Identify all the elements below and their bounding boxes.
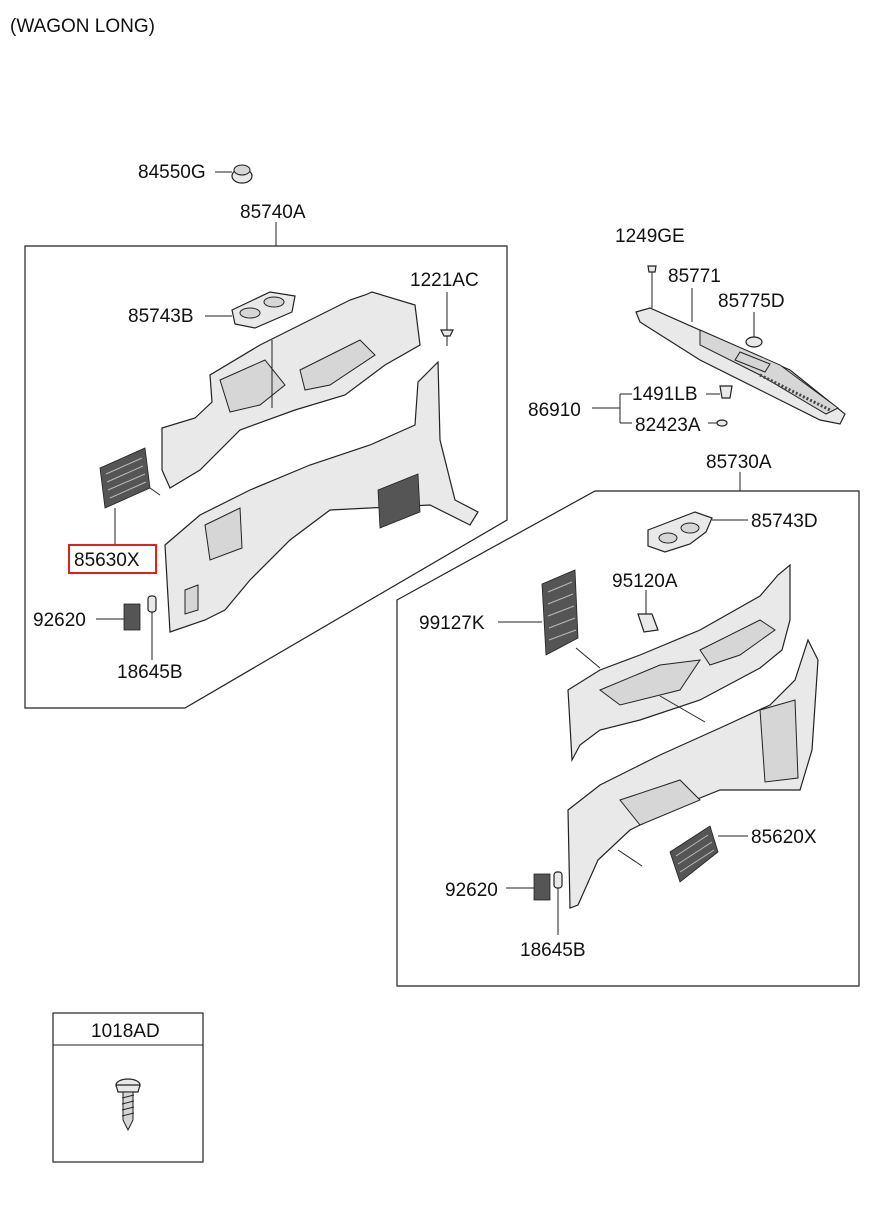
label-86910: 86910 <box>528 400 581 421</box>
label-84550G: 84550G <box>138 162 206 183</box>
label-92620-left: 92620 <box>33 610 86 631</box>
screw-box-1018AD: 1018AD <box>52 1012 204 1163</box>
cupholder-85743D <box>647 511 748 553</box>
label-18645B-right: 18645B <box>520 940 586 961</box>
tailgate-scuff-85771 <box>635 307 846 425</box>
label-1491LB: 1491LB <box>632 384 698 405</box>
highlight-box-85630X <box>68 544 157 574</box>
panel-99127K <box>498 569 601 669</box>
label-1249GE: 1249GE <box>615 226 685 247</box>
grille-85620X <box>669 825 748 883</box>
label-1018AD: 1018AD <box>91 1021 160 1042</box>
label-85620X: 85620X <box>751 827 817 848</box>
clip-85775D <box>745 312 763 348</box>
left-quarter-upper-trim <box>161 291 421 489</box>
lamp-92620-left <box>96 603 141 631</box>
label-85730A: 85730A <box>706 452 772 473</box>
bracket-86910 <box>592 393 632 424</box>
right-assembly-frame <box>396 472 860 987</box>
bulb-18645B-left <box>147 595 157 660</box>
label-85771: 85771 <box>668 266 721 287</box>
right-quarter-upper-trim <box>567 563 791 763</box>
fastener-1491LB <box>706 385 733 399</box>
grille-85630X <box>68 447 161 574</box>
label-92620-right: 92620 <box>445 880 498 901</box>
screw-1249GE <box>647 265 657 308</box>
label-95120A: 95120A <box>612 571 678 592</box>
screw-1018AD-icon <box>115 1078 141 1132</box>
clip-95120A <box>637 590 659 633</box>
lamp-92620-right <box>506 873 551 901</box>
screw-1221AC <box>440 292 454 346</box>
label-1221AC: 1221AC <box>410 270 479 291</box>
right-quarter-lower-trim <box>567 638 819 909</box>
label-85775D: 85775D <box>718 291 785 312</box>
label-85743B: 85743B <box>128 306 194 327</box>
label-99127K: 99127K <box>419 613 485 634</box>
left-assembly-frame <box>24 222 508 709</box>
washer-82423A <box>708 419 728 427</box>
diagram-title: (WAGON LONG) <box>10 16 155 37</box>
label-85630X: 85630X <box>74 550 140 571</box>
cupholder-85743B <box>205 291 296 329</box>
bulb-18645B-right <box>553 871 563 935</box>
label-18645B-left: 18645B <box>117 662 183 683</box>
label-85740A: 85740A <box>240 202 306 223</box>
label-82423A: 82423A <box>635 415 701 436</box>
left-quarter-lower-trim <box>164 360 479 633</box>
cap-84550G <box>215 164 253 184</box>
label-85743D: 85743D <box>751 511 818 532</box>
